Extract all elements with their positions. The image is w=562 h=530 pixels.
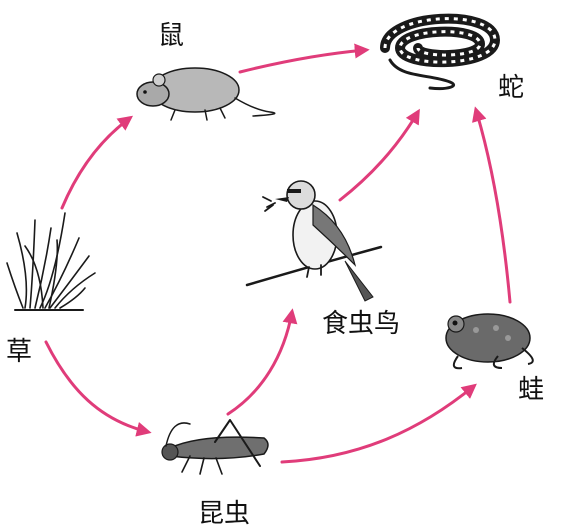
- arrows: [44, 43, 512, 464]
- arrow-frog-to-snake: [472, 106, 512, 304]
- label-insect: 昆虫: [198, 499, 250, 529]
- arrow-mouse-to-snake: [238, 43, 370, 74]
- label-mouse: 鼠: [158, 21, 184, 51]
- arrow-insect-to-bird: [226, 308, 298, 416]
- bird-icon: [245, 180, 383, 302]
- mouse-icon: [136, 67, 276, 121]
- frog-icon: [445, 313, 534, 370]
- arrow-grass-to-mouse: [60, 115, 134, 210]
- grasshopper-icon: [161, 419, 269, 475]
- arrow-bird-to-snake: [338, 108, 420, 202]
- label-frog: 蛙: [518, 375, 544, 405]
- label-insect-bird: 食虫鸟: [322, 309, 400, 339]
- snake-icon: [380, 13, 501, 90]
- arrow-grass-to-insect: [44, 340, 152, 437]
- grass-icon: [6, 212, 96, 311]
- arrow-insect-to-frog: [280, 383, 477, 464]
- label-snake: 蛇: [498, 73, 524, 103]
- label-grass: 草: [6, 337, 32, 367]
